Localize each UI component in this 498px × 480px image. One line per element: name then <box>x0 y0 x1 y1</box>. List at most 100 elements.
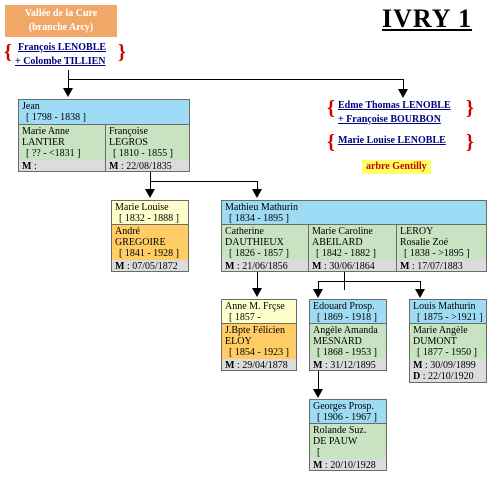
connector <box>420 281 421 291</box>
person-dates: [ 1857 - <box>229 312 261 323</box>
marriage-label: M <box>225 360 235 370</box>
marriage-date: : 22/08/1835 <box>120 161 172 171</box>
right-brace1-open-icon: { <box>327 97 335 119</box>
person-card-louis-mathurin[interactable]: Louis Mathurin [ 1875 - >1921 ] Marie An… <box>409 299 487 383</box>
person-name: Louis Mathurin <box>413 301 476 312</box>
person-card-mathieu-mathurin[interactable]: Mathieu Mathurin [ 1834 - 1895 ] Catheri… <box>221 200 487 272</box>
person-name: Mathieu Mathurin <box>225 202 299 213</box>
marriage-label: M <box>312 261 322 271</box>
tree-link-gentilly[interactable]: arbre Gentilly <box>362 160 431 174</box>
spouse-name: Catherine <box>225 226 264 237</box>
arrow-down-icon <box>63 88 73 97</box>
spouse-dates: [ <box>317 447 321 458</box>
person-card-marie-louise[interactable]: Marie Louise [ 1832 - 1888 ] André GREGO… <box>111 200 189 272</box>
arrow-down-icon <box>398 89 408 98</box>
spouse-dates: [ 1841 - 1928 ] <box>119 248 179 259</box>
marriage-label: M <box>413 360 423 371</box>
spouse-name: LEROY <box>400 226 434 237</box>
person-card-edouard[interactable]: Edouard Prosp. [ 1869 - 1918 ] Angèle Am… <box>309 299 387 371</box>
person-dates: [ 1832 - 1888 ] <box>119 213 179 224</box>
spouse-name: Marie Caroline <box>312 226 373 237</box>
person-card-anne[interactable]: Anne M. Frçse [ 1857 - J.Bpte Félicien E… <box>221 299 297 371</box>
right-brace2-open-icon: { <box>327 131 335 153</box>
connector <box>403 79 404 91</box>
parent-link-francois-lenoble[interactable]: François LENOBLE <box>18 42 107 53</box>
person-name: Marie Louise <box>115 202 169 213</box>
death-date: : 22/10/1920 <box>422 371 474 382</box>
page-title: IVRY 1 <box>382 4 473 33</box>
person-card-jean[interactable]: Jean [ 1798 - 1838 ] Marie Anne LANTIER … <box>18 99 190 172</box>
parent-link-colombe-tillien[interactable]: + Colombe TILLIEN <box>15 56 106 67</box>
person-name: Jean <box>22 101 40 112</box>
branch-label-line2: (branche Arcy) <box>28 22 94 33</box>
spouse-surname: ELOY <box>225 336 252 347</box>
marriage-label: M <box>109 161 119 171</box>
spouse-dates: [ 1826 - 1857 ] <box>229 248 289 259</box>
parent-link-francoise-bourbon[interactable]: + Françoise BOURBON <box>338 114 441 125</box>
marriage-label: M <box>22 161 32 171</box>
spouse-surname: GREGOIRE <box>115 237 166 248</box>
marriage-date: : 30/09/1899 <box>424 360 476 371</box>
spouse-name: Rolande Suz. <box>313 425 367 436</box>
right-brace2-close-icon: } <box>466 131 474 153</box>
person-dates: [ 1834 - 1895 ] <box>229 213 289 224</box>
arrow-down-icon <box>145 189 155 198</box>
right-brace1-close-icon: } <box>466 97 474 119</box>
connector <box>257 181 258 191</box>
marriage-label: M <box>313 360 323 370</box>
arrow-down-icon <box>313 389 323 398</box>
spouse-surname: ABEILARD <box>312 237 363 248</box>
child-link-marie-louise-lenoble[interactable]: Marie Louise LENOBLE <box>338 135 446 146</box>
spouse-name: Marie Angèle <box>413 325 468 336</box>
branch-label-box: Vallée de la Cure (branche Arcy) <box>5 5 117 37</box>
left-brace-close-icon: } <box>118 41 126 63</box>
spouse-surname: LEGROS <box>109 137 148 148</box>
person-card-georges[interactable]: Georges Prosp. [ 1906 - 1967 ] Rolande S… <box>309 399 387 471</box>
person-dates: [ 1875 - >1921 ] <box>417 312 483 323</box>
marriage-date: : <box>33 161 37 171</box>
marriage-label: M <box>225 261 235 271</box>
marriage-date: : 17/07/1883 <box>411 261 463 271</box>
spouse-dates: [ ?? - <1831 ] <box>26 148 81 159</box>
spouse-name: J.Bpte Félicien <box>225 325 285 336</box>
connector <box>257 272 258 290</box>
person-name: Anne M. Frçse <box>225 301 285 312</box>
left-brace-open-icon: { <box>4 41 12 63</box>
spouse-dates: [ 1854 - 1923 ] <box>229 347 289 358</box>
marriage-label: M <box>115 261 125 271</box>
connector <box>318 371 319 391</box>
spouse-name: Marie Anne <box>22 126 70 137</box>
arrow-down-icon <box>252 288 262 297</box>
person-name: Georges Prosp. <box>313 401 374 412</box>
spouse-dates: [ 1877 - 1950 ] <box>417 347 477 358</box>
marriage-date: : 29/04/1878 <box>236 360 288 370</box>
spouse-name: Françoise <box>109 126 148 137</box>
spouse-surname: LANTIER <box>22 137 65 148</box>
spouse-dates: [ 1810 - 1855 ] <box>113 148 173 159</box>
marriage-date: : 21/06/1856 <box>236 261 288 271</box>
marriage-date: : 20/10/1928 <box>324 460 376 470</box>
person-dates: [ 1869 - 1918 ] <box>317 312 377 323</box>
marriage-date: : 30/06/1864 <box>323 261 375 271</box>
spouse-surname: MESNARD <box>313 336 362 347</box>
parent-link-edme-thomas-lenoble[interactable]: Edme Thomas LENOBLE <box>338 100 451 111</box>
spouse-name: Angèle Amanda <box>313 325 378 336</box>
connector <box>150 181 258 182</box>
connector <box>68 79 404 80</box>
connector <box>318 281 420 282</box>
branch-label-line1: Vallée de la Cure <box>24 8 98 19</box>
arrow-down-icon <box>252 189 262 198</box>
marriage-date: : 07/05/1872 <box>126 261 178 271</box>
arrow-down-icon <box>313 289 323 298</box>
spouse-surname: DAUTHIEUX <box>225 237 284 248</box>
spouse-dates: [ 1842 - 1882 ] <box>316 248 376 259</box>
person-name: Edouard Prosp. <box>313 301 375 312</box>
person-dates: [ 1798 - 1838 ] <box>26 112 86 123</box>
death-label: D <box>413 371 421 382</box>
person-dates: [ 1906 - 1967 ] <box>317 412 377 423</box>
spouse-dates: [ 1838 - >1895 ] <box>404 248 470 259</box>
marriage-label: M <box>400 261 410 271</box>
spouse-name: André <box>115 226 140 237</box>
arrow-down-icon <box>415 289 425 298</box>
connector <box>68 70 69 90</box>
